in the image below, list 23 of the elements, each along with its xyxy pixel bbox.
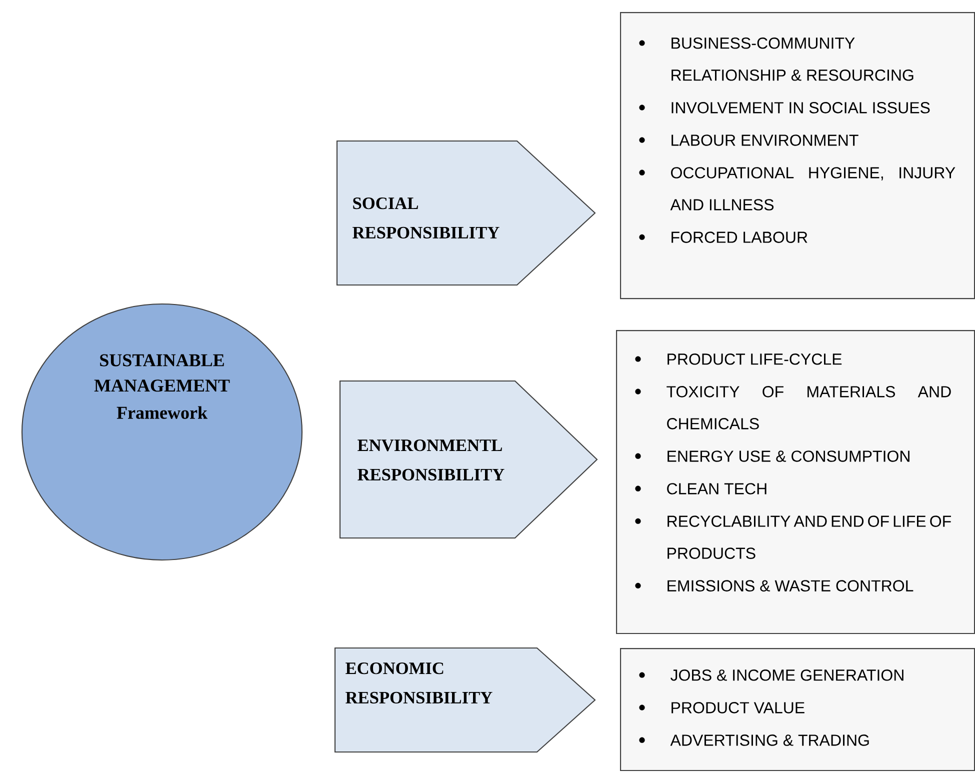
bullet-item: ADVERTISING & TRADING <box>639 734 869 746</box>
bullet-item: ENERGY USE & CONSUMPTION <box>635 450 910 462</box>
bullet-item: EMISSIONS & WASTE CONTROL <box>635 580 914 592</box>
circle-text: SUSTAINABLE MANAGEMENT <box>94 354 230 392</box>
bullet-item: PRODUCT LIFE-CYCLE <box>635 354 842 365</box>
bullet-list-box <box>620 12 975 300</box>
bullet-item: INVOLVEMENT IN SOCIAL ISSUES <box>639 102 930 114</box>
bullet-item: TOXICITY OF MATERIALS AND CHEMICALS <box>635 386 951 430</box>
pentagon-arrow-box: SOCIAL RESPONSIBILITY <box>336 140 596 286</box>
bullet-item: LABOUR ENVIRONMENT <box>639 134 858 146</box>
pentagon-arrow-box: ECONOMIC RESPONSIBILITY <box>334 647 596 753</box>
circle-text: Framework <box>116 406 208 419</box>
bullet-item: FORCED LABOUR <box>639 232 808 243</box>
bullet-item: PRODUCT VALUE <box>639 702 804 714</box>
pentagon-arrow-box: ENVIRONMENTL RESPONSIBILITY <box>339 380 598 539</box>
bullet-item: RECYCLABILITY AND END OF LIFE OF PRODUCTS <box>635 516 951 559</box>
bullet-item: JOBS & INCOME GENERATION <box>639 670 904 681</box>
bullet-list-box <box>620 648 975 772</box>
bullet-item: BUSINESS-COMMUNITY RELATIONSHIP & RESOURCING <box>639 38 914 81</box>
bullet-list-box <box>616 330 975 634</box>
circle <box>21 303 303 561</box>
bullet-item: OCCUPATIONAL HYGIENE, INJURY AND ILLNESS <box>639 167 956 210</box>
bullet-item: CLEAN TECH <box>635 483 766 494</box>
